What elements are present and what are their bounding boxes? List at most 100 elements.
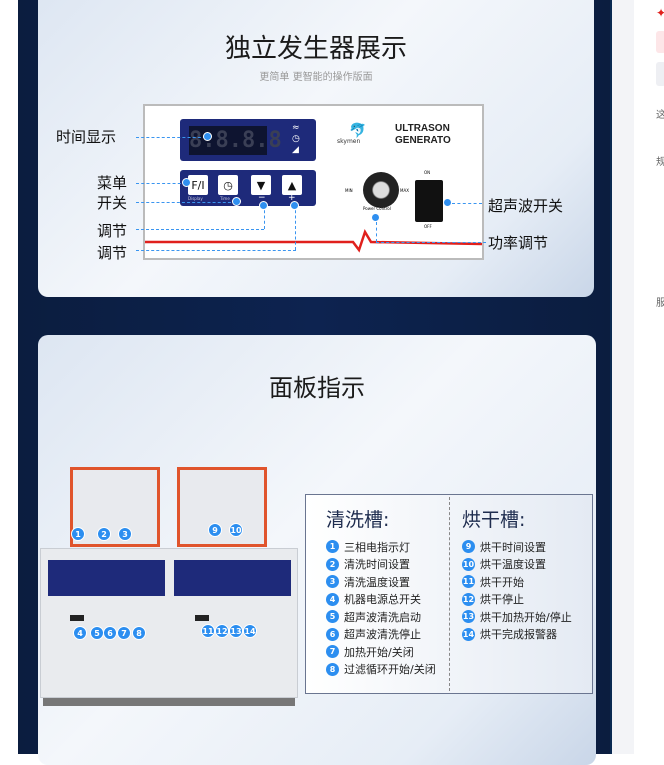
machine-image [38, 455, 300, 710]
left-control-panel [48, 560, 165, 596]
number-badge: 5 [326, 610, 339, 624]
sidebar-label: 服 [656, 298, 664, 309]
legend-item: 5 超声波清洗启动 [326, 608, 436, 626]
label-adjust-minus: 调节 [97, 222, 128, 240]
marker: 4 [73, 626, 87, 640]
legend-item: 11 烘干开始 [462, 573, 572, 591]
label-power-adjust: 功率调节 [488, 234, 549, 252]
marker: 6 [103, 626, 117, 640]
legend-item: 12 烘干停止 [462, 591, 572, 609]
legend-text: 烘干开始 [480, 575, 524, 589]
number-badge: 13 [462, 610, 475, 624]
number-badge: 11 [462, 575, 475, 589]
max-label: MAX [400, 188, 409, 193]
section-subtitle: 更简单 更智能的操作版面 [259, 72, 373, 83]
number-badge: 7 [326, 645, 339, 659]
legend-text: 三相电指示灯 [344, 540, 410, 554]
sidebar-label: 这 [656, 110, 664, 121]
sidebar-label: 规 [656, 157, 664, 168]
up-key[interactable]: ▲ [282, 175, 302, 195]
callout-dot [203, 132, 212, 141]
display-panel: 8.8.8.8 ≈◷◢ [180, 119, 316, 161]
legend-text: 清洗时间设置 [344, 558, 410, 572]
sidebar-icon: ✦ [656, 6, 664, 20]
handle [70, 615, 84, 621]
brand-logo: skymen [337, 138, 361, 145]
handle [195, 615, 209, 621]
number-badge: 12 [462, 592, 475, 606]
legend-item: 6 超声波清洗停止 [326, 626, 436, 644]
legend-text: 清洗温度设置 [344, 575, 410, 589]
status-icons: ≈◷◢ [292, 123, 300, 155]
sidebar-promo-button[interactable] [656, 31, 664, 53]
legend-text: 烘干温度设置 [480, 558, 546, 572]
legend-text: 烘干时间设置 [480, 540, 546, 554]
product-line1: ULTRASON [395, 123, 450, 134]
power-control-label: Power Control [363, 206, 391, 211]
legend-text: 烘干加热开始/停止 [480, 610, 572, 624]
label-ultrasonic-switch: 超声波开关 [488, 197, 564, 215]
generator-panel-image: 8.8.8.8 ≈◷◢ F/I ◷ ▼ ▲ Display Time − + 🐬… [143, 104, 484, 260]
number-badge: 6 [326, 627, 339, 641]
dolphin-logo-icon: 🐬 [349, 123, 367, 139]
legend-text: 加热开始/关闭 [344, 645, 414, 659]
number-badge: 3 [326, 575, 339, 589]
label-time-display: 时间显示 [56, 128, 117, 146]
on-label: ON [424, 170, 431, 175]
marker: 12 [215, 624, 229, 638]
leader-line [376, 242, 486, 243]
product-line2: GENERATO [395, 135, 451, 146]
label-switch: 开关 [97, 194, 128, 212]
section-title: 独立发生器展示 [224, 34, 407, 64]
min-label: MIN [345, 188, 353, 193]
led-display: 8.8.8.8 [189, 126, 282, 155]
off-label: OFF [424, 224, 432, 229]
leader-line [136, 137, 206, 138]
down-key[interactable]: ▼ [251, 175, 271, 195]
callout-dot [182, 178, 191, 187]
right-gutter [610, 0, 634, 754]
sidebar-option-button[interactable] [656, 62, 664, 86]
callout-dot [232, 197, 241, 206]
drying-heading: 烘干槽: [462, 509, 526, 531]
marker: 2 [97, 527, 111, 541]
marker: 14 [243, 624, 257, 638]
legend-text: 超声波清洗停止 [344, 628, 421, 642]
leader-line [136, 202, 236, 203]
label-adjust-plus: 调节 [97, 244, 128, 262]
casters [43, 698, 295, 706]
keypad-panel: F/I ◷ ▼ ▲ Display Time − + [180, 170, 316, 206]
marker: 10 [229, 523, 243, 537]
leader-line [136, 229, 264, 230]
legend-text: 机器电源总开关 [344, 593, 421, 607]
marker: 9 [208, 523, 222, 537]
minus-sign: − [258, 193, 266, 203]
fi-key[interactable]: F/I [188, 175, 208, 195]
right-lid [177, 467, 267, 547]
number-badge: 2 [326, 557, 339, 571]
number-badge: 14 [462, 627, 475, 641]
marker: 11 [201, 624, 215, 638]
legend-item: 2 清洗时间设置 [326, 556, 436, 574]
legend-text: 烘干停止 [480, 593, 524, 607]
ultrasonic-rocker-switch[interactable] [415, 180, 443, 222]
callout-dot [371, 213, 380, 222]
power-knob[interactable] [363, 172, 399, 208]
legend-text: 超声波清洗启动 [344, 610, 421, 624]
label-menu: 菜单 [97, 174, 128, 192]
legend-item: 3 清洗温度设置 [326, 573, 436, 591]
marker: 1 [71, 527, 85, 541]
timer-key[interactable]: ◷ [218, 175, 238, 195]
callout-dot [259, 201, 268, 210]
number-badge: 10 [462, 557, 475, 571]
marker: 7 [117, 626, 131, 640]
display-caption: Display [188, 196, 203, 201]
right-control-panel [174, 560, 291, 596]
